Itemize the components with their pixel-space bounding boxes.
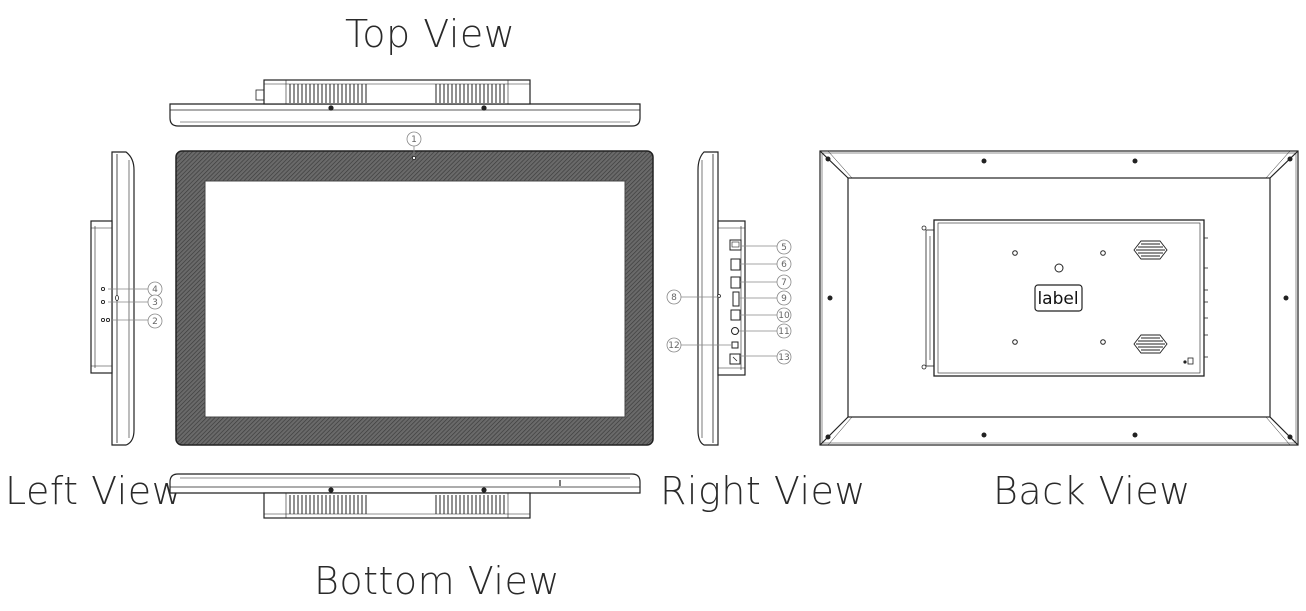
bottom-view-title: Bottom View (314, 559, 560, 603)
svg-text:5: 5 (781, 243, 787, 253)
callout-11: 11 (776, 323, 792, 339)
callout-3: 3 (147, 294, 163, 310)
front-view (175, 146, 654, 446)
svg-text:4: 4 (152, 285, 158, 295)
callout-8: 8 (666, 289, 682, 305)
top-vent-grill-right (435, 84, 505, 103)
svg-text:9: 9 (781, 294, 787, 304)
callout-1: 1 (406, 131, 422, 147)
front-camera (411, 155, 416, 160)
svg-text:7: 7 (781, 278, 787, 288)
callout-12: 12 (666, 337, 682, 353)
back-label-box (1034, 284, 1083, 312)
svg-text:3: 3 (152, 298, 158, 308)
callout-2: 2 (147, 313, 163, 329)
right-view-title: Right View (660, 469, 867, 513)
bottom-vent-grill-right (435, 495, 505, 514)
callout-7: 7 (776, 274, 792, 290)
callouts (108, 245, 777, 357)
callout-9: 9 (776, 290, 792, 306)
bottom-view (169, 473, 641, 519)
front-screen (204, 180, 626, 418)
svg-text:8: 8 (671, 293, 677, 303)
callout-6: 6 (776, 256, 792, 272)
callout-10: 10 (776, 307, 792, 323)
svg-text:10: 10 (778, 311, 790, 321)
bottom-vent-grill-left (289, 495, 367, 514)
top-view-title: Top View (345, 12, 516, 56)
back-view-title: Back View (993, 469, 1191, 513)
svg-text:2: 2 (152, 317, 158, 327)
left-view (90, 151, 135, 446)
callout-4: 4 (147, 281, 163, 297)
svg-text:6: 6 (781, 260, 787, 270)
svg-text:1: 1 (411, 135, 417, 145)
svg-text:11: 11 (778, 327, 789, 337)
top-vent-grill-left (289, 84, 367, 103)
back-view (819, 150, 1299, 446)
callout-5: 5 (776, 239, 792, 255)
back-speaker-lower (1133, 334, 1168, 354)
back-side-ports (1183, 237, 1208, 365)
left-view-title: Left View (5, 469, 184, 513)
svg-text:13: 13 (778, 353, 789, 363)
back-speaker-upper (1133, 240, 1168, 260)
right-view (697, 151, 746, 446)
back-vesa-holes (1012, 250, 1106, 345)
top-view (169, 79, 641, 127)
svg-text:12: 12 (668, 341, 679, 351)
callout-13: 13 (776, 349, 792, 365)
back-label-text: label (1037, 289, 1078, 309)
back-screw-holes (825, 156, 1293, 440)
